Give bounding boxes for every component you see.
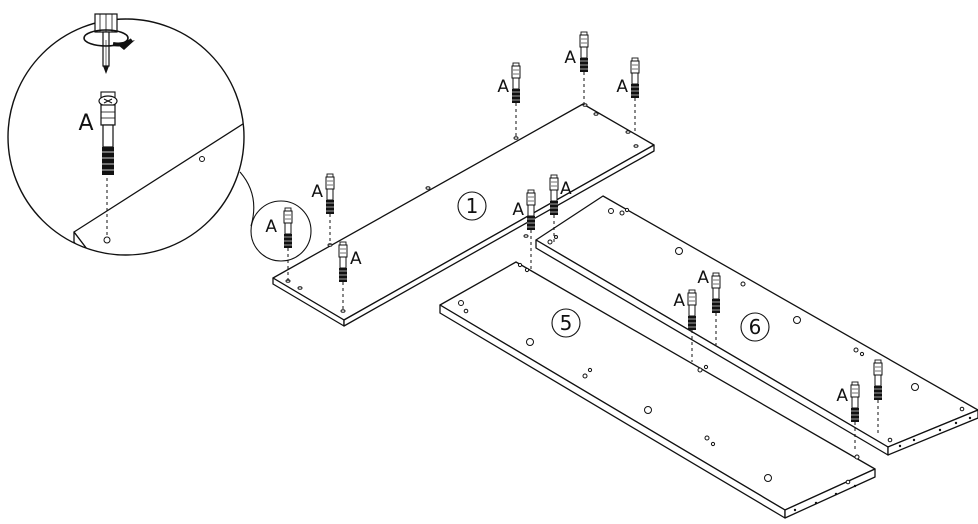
detail-callout-small [250,200,312,262]
detail-hole [103,236,111,244]
panel-1-number-circle [457,191,487,221]
cam-bolt-icon [338,241,348,283]
fastener-labels: A A A A A A A A A A A [265,48,848,406]
panel-5: 5 [439,261,876,519]
panel-6-holes [547,207,972,448]
cam-bolt-icon [283,207,293,249]
fastener-label: A [497,77,509,97]
rotate-arrow-icon [83,29,135,50]
cam-bolt-icon [711,272,721,314]
panel-6: 6 [535,195,978,456]
panel-6-number-circle [740,312,770,342]
fastener-label: A [265,217,277,237]
detail-magnifier: A [7,13,245,256]
cam-bolt-icon [579,31,589,73]
panel-5-number-circle [551,308,581,338]
cam-bolt-icon [630,57,640,99]
insertion-guides [287,72,879,452]
panel-5-number: 5 [560,311,573,335]
cam-bolt-icon [526,189,536,231]
screwdriver-icon [94,13,118,74]
panel-1-number: 1 [466,194,479,218]
callout-connector [239,171,255,227]
fastener-label: A [311,182,323,202]
cam-bolt-icon [511,62,521,104]
cam-bolt-icon [549,174,559,216]
cam-bolt-icon [850,381,860,423]
panel-5-holes [458,262,860,512]
fastener-label: A [697,268,709,288]
fastener-label: A [350,249,362,269]
fastener-label: A [564,48,576,68]
fastener-label: A [512,200,524,220]
panel-6-number: 6 [749,315,762,339]
detail-fastener-label: A [78,111,93,136]
cam-bolt-icon [687,289,697,331]
cam-bolt-icon [873,359,883,401]
cam-bolt-icon [325,173,335,215]
fastener-label: A [560,179,572,199]
fastener-label: A [616,77,628,97]
fastener-label: A [836,386,848,406]
fastener-label: A [673,291,685,311]
cam-bolt-detail-icon [98,91,118,175]
